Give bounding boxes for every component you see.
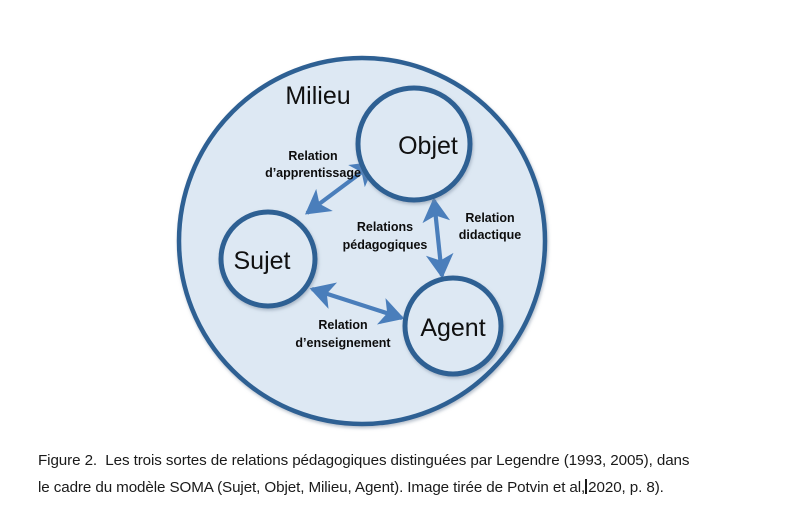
node-label-agent: Agent: [420, 314, 485, 342]
figure-caption: Figure 2. Les trois sortes de relations …: [38, 447, 768, 501]
relation-label-didactique-line2: didactique: [459, 228, 522, 242]
outer-circle-label: Milieu: [285, 82, 350, 110]
text-cursor-caret: [585, 479, 588, 494]
relation-label-pedagogiques-line1: Relations: [357, 220, 413, 234]
relation-label-pedagogiques: Relations pédagogiques: [343, 220, 428, 252]
node-circle-sujet[interactable]: [218, 209, 318, 309]
relation-label-didactique: Relation didactique: [459, 211, 522, 242]
soma-diagram: Milieu Objet Sujet Agent Relation d’appr…: [176, 55, 548, 427]
node-label-objet: Objet: [398, 132, 458, 160]
relation-label-pedagogiques-line2: pédagogiques: [343, 238, 428, 252]
caption-line-1: Figure 2. Les trois sortes de relations …: [38, 452, 690, 469]
relation-label-apprentissage-line2: d’apprentissage: [265, 166, 361, 180]
node-label-sujet: Sujet: [234, 247, 291, 275]
arrow-relation-didactique[interactable]: [422, 197, 454, 279]
relation-label-didactique-line1: Relation: [465, 211, 514, 225]
relation-label-enseignement-line2: d’enseignement: [295, 336, 391, 350]
node-circle-agent[interactable]: [402, 275, 504, 377]
diagram-canvas: Milieu Objet Sujet Agent Relation d’appr…: [176, 55, 548, 427]
arrow-relation-enseignement[interactable]: [309, 282, 405, 325]
relation-label-enseignement-line1: Relation: [318, 318, 367, 332]
relation-label-apprentissage-line1: Relation: [288, 149, 337, 163]
node-circle-objet[interactable]: [355, 85, 473, 203]
caption-line-2-after-caret: 2020, p. 8).: [588, 479, 664, 496]
relation-label-enseignement: Relation d’enseignement: [295, 318, 391, 350]
relation-label-apprentissage: Relation d’apprentissage: [265, 149, 361, 180]
caption-line-2-before-caret: le cadre du modèle SOMA (Sujet, Objet, M…: [38, 479, 586, 496]
